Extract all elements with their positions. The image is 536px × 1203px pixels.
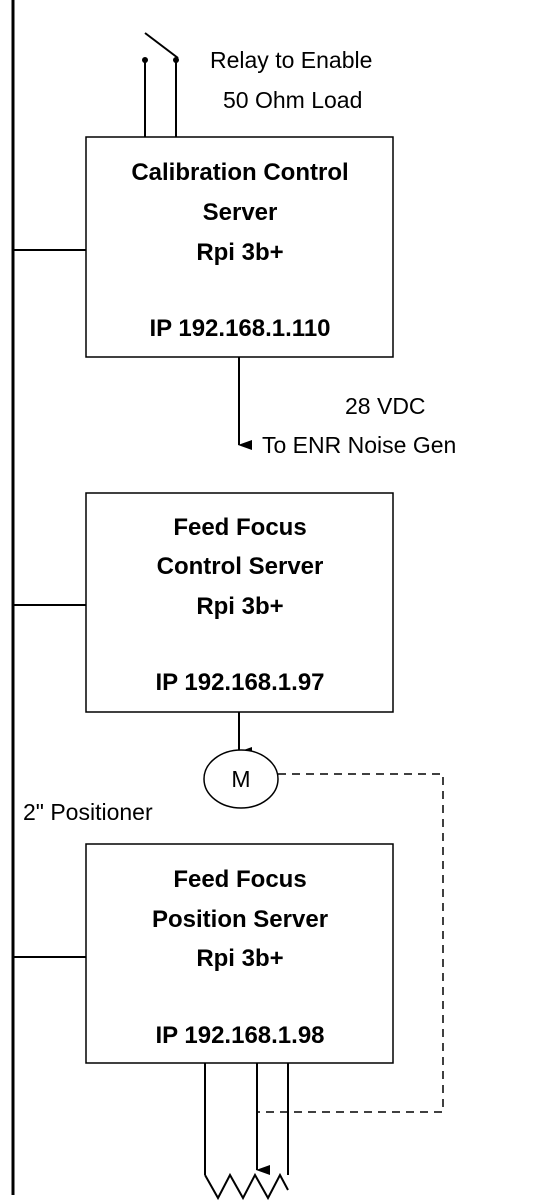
calibration-server-title-line2: Server (203, 199, 278, 226)
feed-control-model: Rpi 3b+ (196, 593, 283, 620)
feed-focus-position-server-box: Feed Focus Position Server Rpi 3b+ IP 19… (85, 843, 394, 1064)
feed-control-title-line2: Control Server (157, 553, 324, 580)
relay-label-line2: 50 Ohm Load (223, 87, 362, 113)
calibration-server-title-line1: Calibration Control (131, 159, 348, 186)
motor-label: 2" Positioner (23, 799, 153, 825)
feed-position-model: Rpi 3b+ (196, 945, 283, 972)
feed-focus-control-server-box: Feed Focus Control Server Rpi 3b+ IP 192… (85, 492, 394, 713)
position-feedback-dashed-line (257, 773, 444, 1113)
motor-symbol: M (231, 766, 250, 792)
power-label-line1: 28 VDC (345, 393, 426, 419)
calibration-server-model: Rpi 3b+ (196, 239, 283, 266)
calibration-server-ip: IP 192.168.1.110 (149, 315, 330, 342)
feed-control-ip: IP 192.168.1.97 (155, 669, 324, 696)
relay-switch-icon (142, 32, 179, 137)
feed-control-title-line1: Feed Focus (173, 514, 306, 541)
feed-position-title-line2: Position Server (152, 906, 328, 933)
feed-position-ip: IP 192.168.1.98 (155, 1022, 324, 1049)
feed-position-title-line1: Feed Focus (173, 866, 306, 893)
motor-icon (203, 749, 279, 809)
power-label-line2: To ENR Noise Gen (262, 432, 456, 458)
position-sensor-icon (204, 1063, 289, 1201)
relay-label-line1: Relay to Enable (210, 47, 372, 73)
calibration-server-box: Calibration Control Server Rpi 3b+ IP 19… (85, 136, 394, 358)
